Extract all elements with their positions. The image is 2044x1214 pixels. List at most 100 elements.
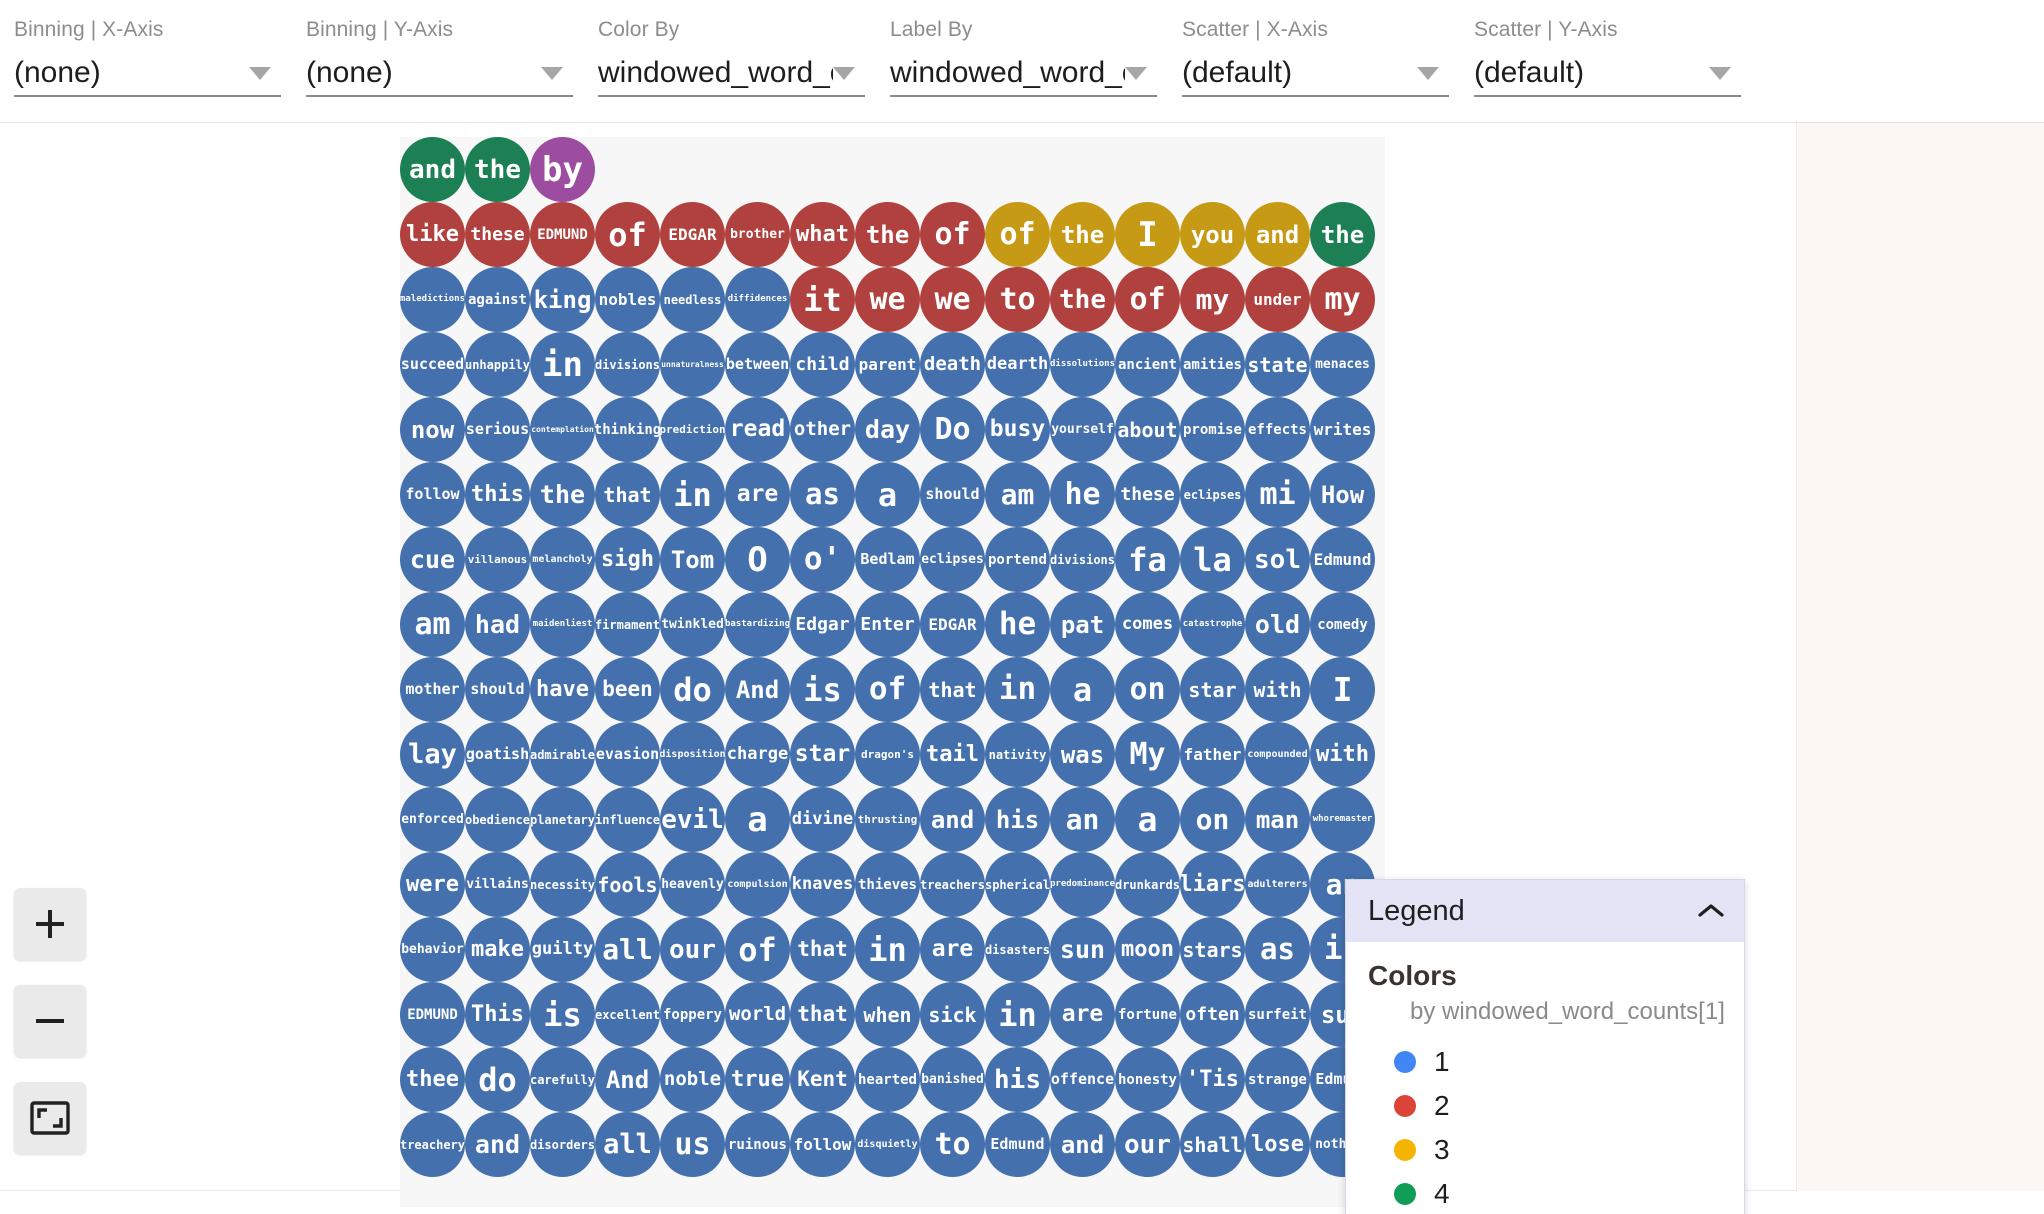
bubble-point[interactable]: obedience [465,787,530,852]
bubble-point[interactable]: drunkards [1115,852,1180,917]
bubble-point[interactable]: man [1245,787,1310,852]
bubble-point[interactable]: comes [1115,592,1180,657]
bubble-point[interactable]: fortune [1115,982,1180,1047]
bubble-point[interactable]: fools [595,852,660,917]
bubble-point[interactable]: of [855,657,920,722]
bubble-point[interactable]: I [1115,202,1180,267]
bubble-point[interactable]: that [920,657,985,722]
bubble-point[interactable]: liars [1180,852,1245,917]
bubble-point[interactable]: dragon's [855,722,920,787]
bubble-point[interactable]: comedy [1310,592,1375,657]
bubble-point[interactable]: Edgar [790,592,855,657]
bubble-point[interactable]: prediction [660,397,725,462]
bubble-point[interactable]: it [790,267,855,332]
bubble-point[interactable]: amities [1180,332,1245,397]
bubble-point[interactable]: lay [400,722,465,787]
bubble-point[interactable]: sigh [595,527,660,592]
bubble-point[interactable]: a [725,787,790,852]
bubble-point[interactable]: to [985,267,1050,332]
bubble-point[interactable]: thrusting [855,787,920,852]
bubble-point[interactable]: of [920,202,985,267]
bubble-point[interactable]: How [1310,462,1375,527]
bubble-point[interactable]: a [855,462,920,527]
bubble-point[interactable]: are [1050,982,1115,1047]
bubble-point[interactable]: necessity [530,852,595,917]
select-field-scatter-y-axis[interactable]: Scatter | Y-Axis(default) [1474,18,1741,106]
legend-item[interactable]: 2 [1346,1084,1744,1128]
bubble-point[interactable]: often [1180,982,1245,1047]
bubble-point[interactable]: like [400,202,465,267]
bubble-point[interactable]: ancient [1115,332,1180,397]
bubble-point[interactable]: My [1115,722,1180,787]
bubble-point[interactable]: as [1245,917,1310,982]
bubble-point[interactable]: and [920,787,985,852]
bubble-point[interactable]: on [1180,787,1245,852]
bubble-point[interactable]: unnaturalness [660,332,725,397]
bubble-point[interactable]: Kent [790,1047,855,1112]
select-control[interactable]: (default) [1474,51,1741,97]
bubble-point[interactable]: you [1180,202,1245,267]
bubble-point[interactable]: maidenliest [530,592,595,657]
select-control[interactable]: windowed_word_c [890,51,1157,97]
bubble-point[interactable]: catastrophe [1180,592,1245,657]
select-control[interactable]: windowed_word_c [598,51,865,97]
bubble-point[interactable]: foppery [660,982,725,1047]
chevron-down-icon[interactable] [833,66,855,80]
bubble-point[interactable]: the [1050,202,1115,267]
bubble-point[interactable]: and [1245,202,1310,267]
bubble-point[interactable]: offence [1050,1047,1115,1112]
bubble-point[interactable]: with [1245,657,1310,722]
bubble-point[interactable]: effects [1245,397,1310,462]
chevron-down-icon[interactable] [1417,66,1439,80]
bubble-point[interactable]: cue [400,527,465,592]
bubble-point[interactable]: charge [725,722,790,787]
chevron-down-icon[interactable] [1709,66,1731,80]
bubble-point[interactable]: these [1115,462,1180,527]
bubble-point[interactable]: what [790,202,855,267]
select-control[interactable]: (default) [1182,51,1449,97]
bubble-point[interactable]: us [660,1112,725,1177]
bubble-point[interactable]: are [725,462,790,527]
bubble-point[interactable]: lose [1245,1112,1310,1177]
bubble-point[interactable]: star [1180,657,1245,722]
bubble-point[interactable]: child [790,332,855,397]
bubble-point[interactable]: when [855,982,920,1047]
bubble-point[interactable]: all [595,917,660,982]
chevron-down-icon[interactable] [541,66,563,80]
bubble-point[interactable]: make [465,917,530,982]
bubble-point[interactable]: Bedlam [855,527,920,592]
bubble-point[interactable]: to [920,1112,985,1177]
bubble-point[interactable]: of [1115,267,1180,332]
bubble-point[interactable]: in [530,332,595,397]
bubble-point[interactable]: mother [400,657,465,722]
bubble-point[interactable]: world [725,982,790,1047]
bubble-point[interactable]: all [595,1112,660,1177]
bubble-point[interactable]: an [1050,787,1115,852]
bubble-point[interactable]: that [790,917,855,982]
bubble-point[interactable]: the [1050,267,1115,332]
bubble-point[interactable]: yourself [1050,397,1115,462]
bubble-point[interactable]: Do [920,397,985,462]
bubble-point[interactable]: EDMUND [530,202,595,267]
bubble-point[interactable]: unhappily [465,332,530,397]
bubble-point[interactable]: 'Tis [1180,1047,1245,1112]
zoom-out-button[interactable] [14,985,86,1057]
bubble-point[interactable]: disasters [985,917,1050,982]
bubble-point[interactable]: that [595,462,660,527]
bubble-point[interactable]: diffidences [725,267,790,332]
bubble-point[interactable]: ruinous [725,1112,790,1177]
bubble-point[interactable]: Edmund [1310,527,1375,592]
bubble-point[interactable]: pat [1050,592,1115,657]
bubble-point[interactable]: thinking [595,397,660,462]
bubble-point[interactable]: planetary [530,787,595,852]
bubble-point[interactable]: and [400,137,465,202]
bubble-point[interactable]: nobles [595,267,660,332]
bubble-point[interactable]: death [920,332,985,397]
bubble-point[interactable]: eclipses [1180,462,1245,527]
bubble-point[interactable]: noble [660,1047,725,1112]
bubble-point[interactable]: hearted [855,1047,920,1112]
bubble-point[interactable]: sun [1050,917,1115,982]
